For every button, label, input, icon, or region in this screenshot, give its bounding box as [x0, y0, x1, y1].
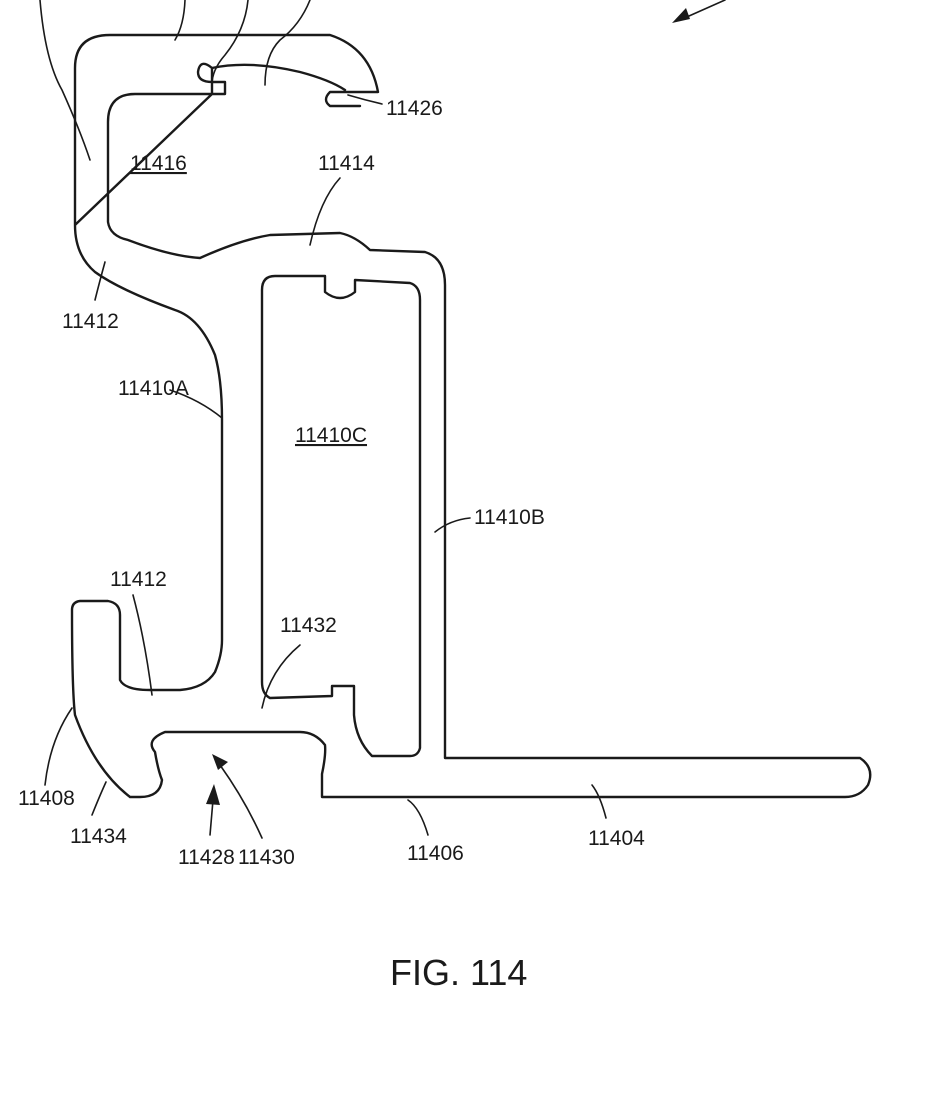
ref-11412-bottom: 11412	[110, 568, 167, 591]
ref-11428: 11428	[178, 846, 235, 869]
arrow-11428-head	[206, 784, 220, 805]
ref-11414: 11414	[318, 152, 375, 175]
leader-11434	[92, 782, 106, 815]
ref-11430: 11430	[238, 846, 295, 869]
leader-11408	[45, 708, 72, 785]
arrow-11430-head	[212, 754, 228, 770]
reference-labels: 11426 11416 11414 11412 11410A 11410C 11…	[18, 97, 645, 869]
leader-top-1	[40, 0, 90, 160]
ref-11434: 11434	[70, 825, 127, 848]
leader-11430	[220, 765, 262, 838]
leader-11426	[348, 95, 382, 104]
leader-top-3	[212, 0, 248, 90]
ref-11404: 11404	[588, 827, 645, 850]
ref-11410C: 11410C	[295, 424, 367, 447]
top-lip-detail	[212, 65, 345, 90]
leader-11428	[210, 800, 213, 835]
figure-caption: FIG. 114	[390, 952, 527, 993]
ref-11410B: 11410B	[474, 506, 545, 529]
ref-11416: 11416	[130, 152, 187, 175]
ref-11406: 11406	[407, 842, 464, 865]
leader-11406	[408, 800, 428, 835]
arrow-corner-head	[672, 8, 690, 23]
leader-11412-top	[95, 262, 105, 300]
leader-11414	[310, 178, 340, 245]
leader-lines	[40, 0, 725, 838]
leader-11412-bottom	[133, 595, 152, 695]
leader-11410B	[435, 518, 470, 532]
inner-chamber-11410C	[262, 276, 420, 756]
leader-11404	[592, 785, 606, 818]
profile-outline	[72, 35, 870, 797]
ref-11410A: 11410A	[118, 377, 189, 400]
ref-11412-top: 11412	[62, 310, 119, 333]
ref-11426: 11426	[386, 97, 443, 120]
ref-11432: 11432	[280, 614, 337, 637]
ref-11408: 11408	[18, 787, 75, 810]
